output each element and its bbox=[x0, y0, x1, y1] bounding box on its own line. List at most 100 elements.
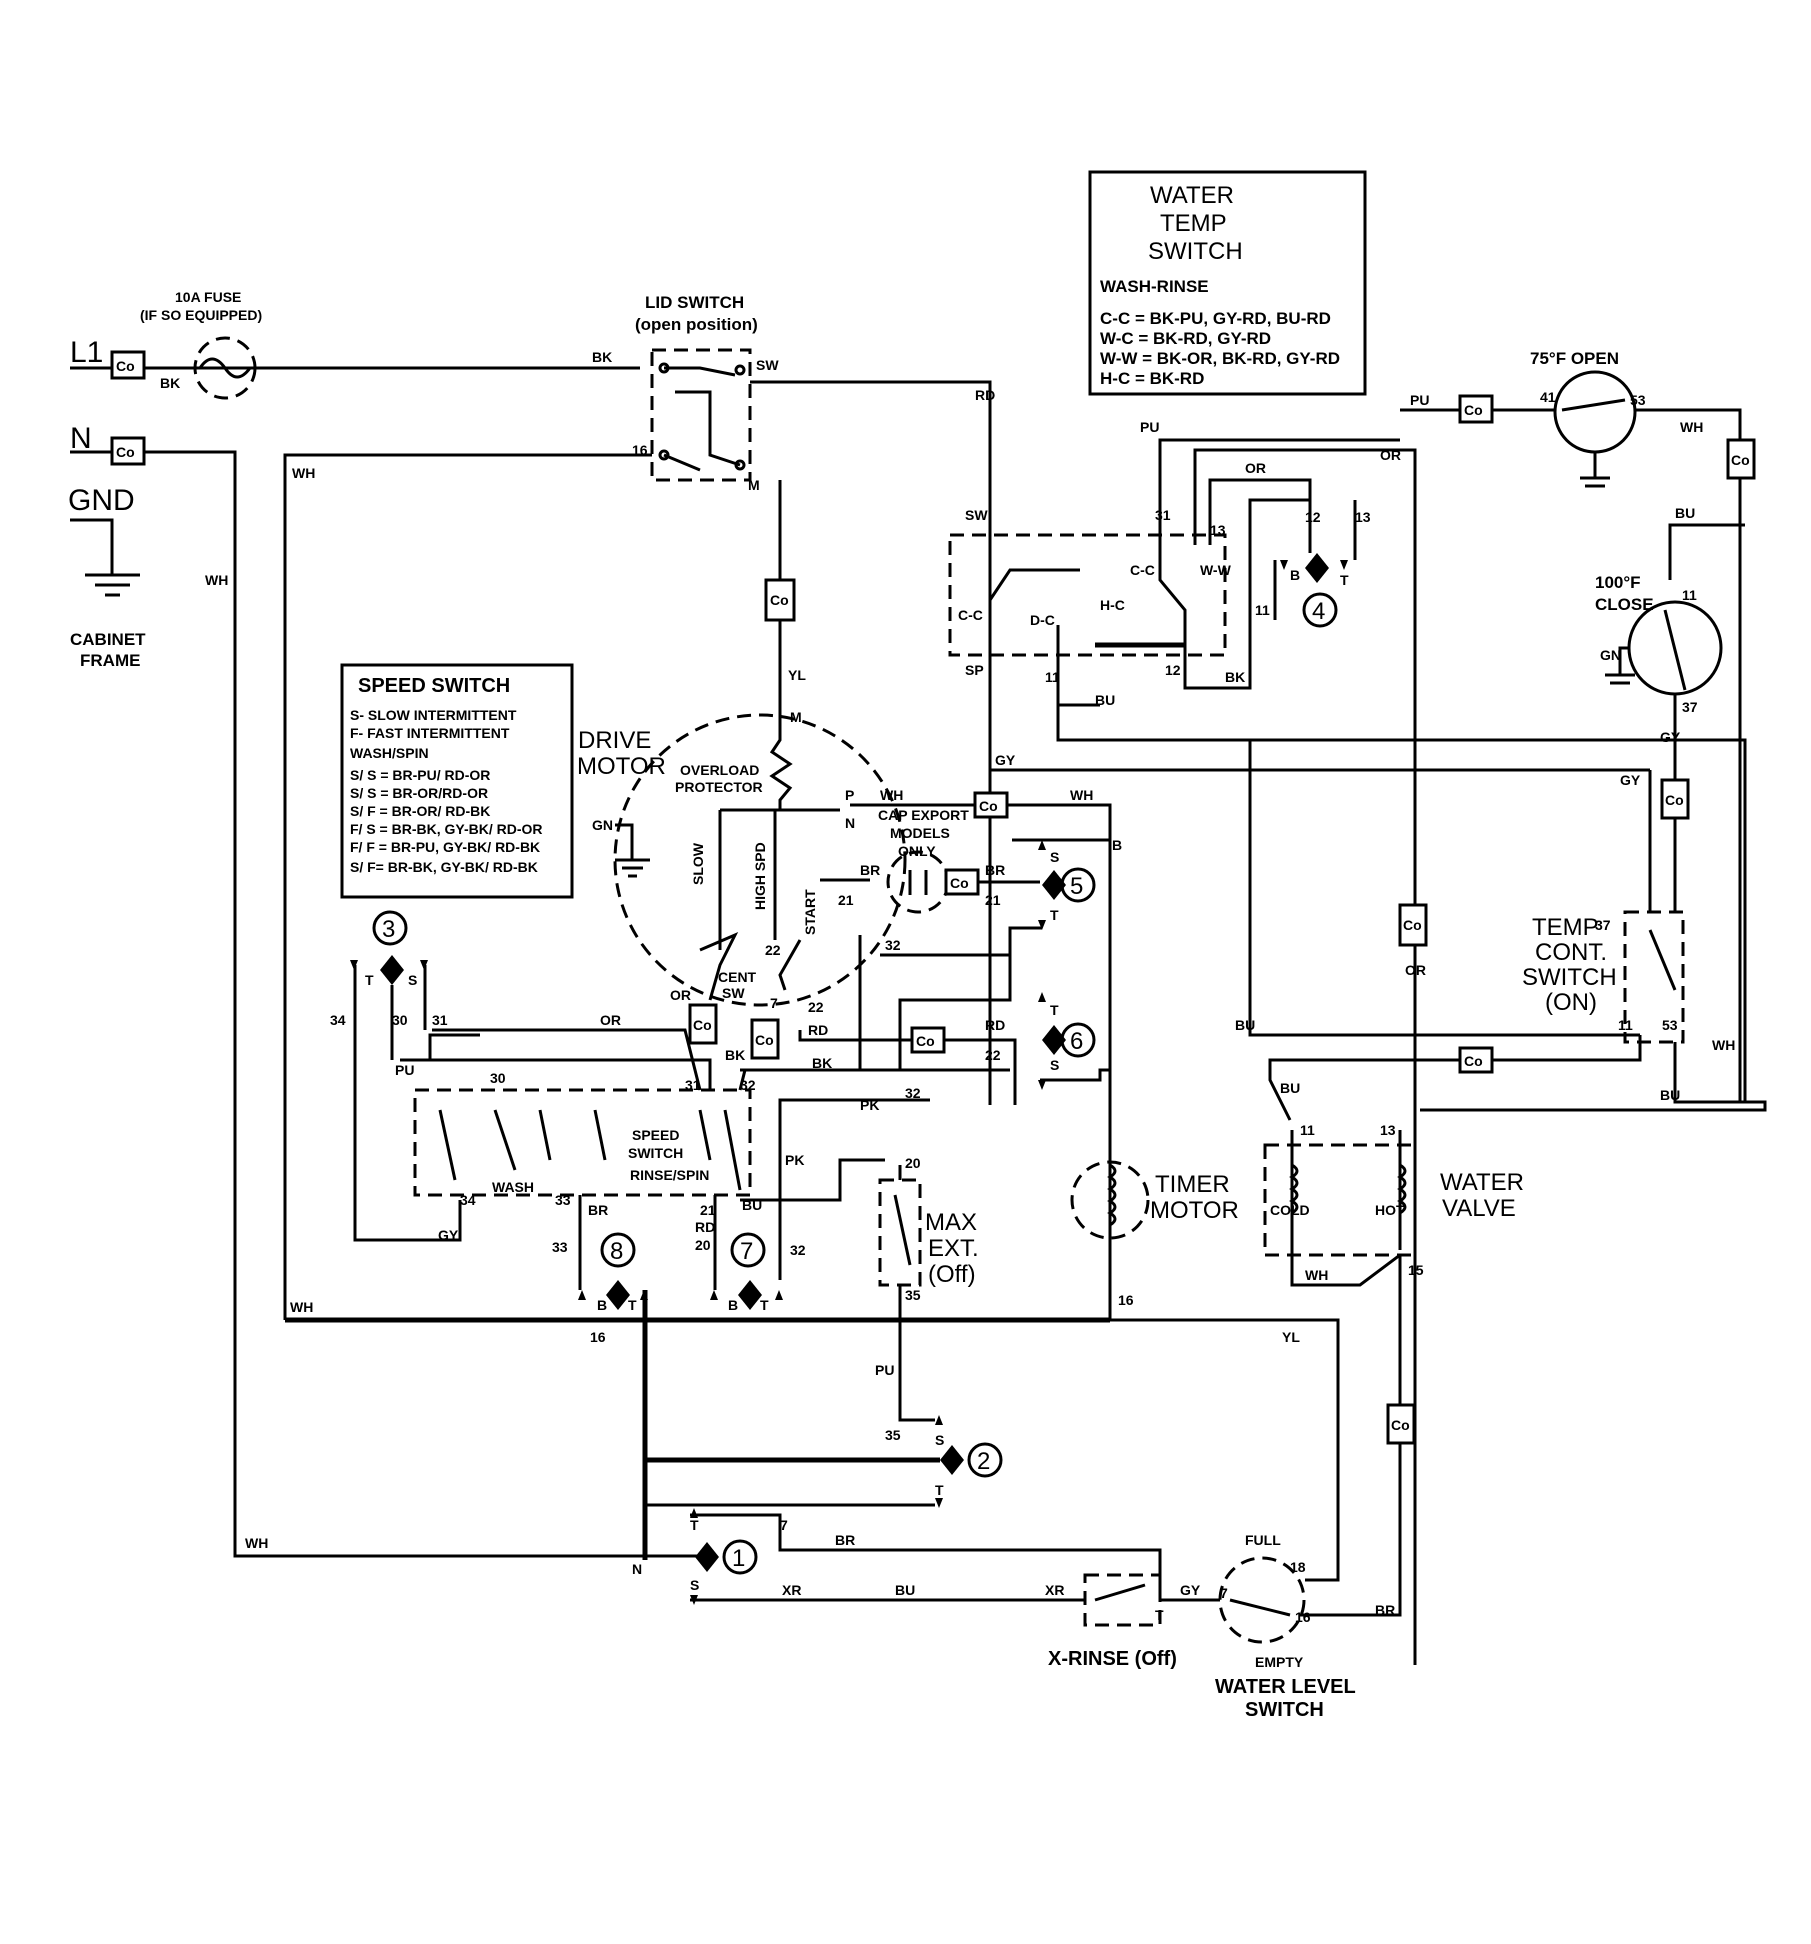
cam5-s: S bbox=[1050, 849, 1059, 865]
cabinet-frame-1: CABINET bbox=[70, 630, 146, 649]
cap-symbol bbox=[886, 850, 950, 914]
wts-pin-cc2: C-C bbox=[1130, 562, 1155, 578]
wts-title-3: SWITCH bbox=[1148, 238, 1243, 265]
wire-rd-motor: RD bbox=[808, 1022, 828, 1038]
lid-pin-sw: SW bbox=[756, 357, 779, 373]
timer-motor: TIMER MOTOR 16 bbox=[1070, 1160, 1239, 1308]
wts-pin-ww: W-W bbox=[1200, 562, 1232, 578]
valve-pin-11: 11 bbox=[1300, 1122, 1315, 1138]
wts-line-2: W-C = BK-RD, GY-RD bbox=[1100, 329, 1271, 348]
motor-pin-p: P bbox=[845, 787, 854, 803]
n-label: N bbox=[70, 422, 92, 455]
cam-8-diamond bbox=[606, 1280, 630, 1310]
wire-bu-valve: BU bbox=[1660, 1087, 1680, 1103]
wire-gy-therm: GY bbox=[1660, 729, 1681, 745]
cam8-b: B bbox=[597, 1297, 607, 1313]
lid-switch-title: LID SWITCH bbox=[645, 293, 744, 312]
valve-pin-13: 13 bbox=[1380, 1122, 1396, 1138]
cam6-t: T bbox=[1050, 1002, 1059, 1018]
cam4-b: B bbox=[1290, 567, 1300, 583]
timer-cam-4: 4 B T bbox=[1273, 500, 1357, 628]
cent-sw-1: CENT bbox=[718, 969, 757, 985]
cam-1-circle bbox=[722, 1539, 758, 1575]
fuse-label-2: (IF SO EQUIPPED) bbox=[140, 307, 262, 323]
wts-pin-31: 31 bbox=[1155, 507, 1171, 523]
thermostat-open-label: 75°F OPEN bbox=[1530, 349, 1619, 368]
speed-switch-legend: SPEED SWITCH S- SLOW INTERMITTENT F- FAS… bbox=[340, 663, 574, 899]
therm100-connector-glyph: Co bbox=[1665, 792, 1684, 808]
cam-6-diamond bbox=[1042, 1025, 1066, 1055]
timer-cam-1: 1 T S 7 BR XR BU bbox=[690, 1508, 1162, 1605]
cam7-pin-32: 32 bbox=[790, 1242, 806, 1258]
wl-pin-7: 7 bbox=[1220, 1585, 1228, 1601]
ss-legend-8: F/ F = BR-PU, GY-BK/ RD-BK bbox=[350, 839, 540, 855]
pin-22-cam6: 22 bbox=[985, 1047, 1001, 1063]
ss-wash: WASH bbox=[492, 1179, 534, 1195]
lid-connector-glyph: Co bbox=[770, 592, 789, 608]
bus-pin-16: 16 bbox=[590, 1329, 606, 1345]
ss-label-2: SWITCH bbox=[628, 1145, 683, 1161]
fuse-outline bbox=[193, 336, 257, 400]
cam-3-diamond bbox=[380, 955, 404, 985]
wire-gy-ss: GY bbox=[438, 1227, 459, 1243]
cap-2: MODELS bbox=[890, 825, 950, 841]
wire-yl-bus: YL bbox=[1282, 1329, 1300, 1345]
wts-cam4-pin-13: 13 bbox=[1355, 509, 1371, 525]
cam-2-diamond bbox=[940, 1445, 964, 1475]
cam7-pin-rd: RD bbox=[695, 1219, 715, 1235]
wire-bu-cam1: BU bbox=[895, 1582, 915, 1598]
ss-legend-9: S/ F= BR-BK, GY-BK/ RD-BK bbox=[350, 859, 538, 875]
wire-br-motor: BR bbox=[860, 862, 880, 878]
wire-wh-motor2: WH bbox=[1070, 787, 1093, 803]
timer-cam-7: 7 B T RD 20 32 BU bbox=[695, 1158, 885, 1313]
motor-connector-glyph: Co bbox=[979, 798, 998, 814]
power-supply: L1 N GND Co BK 10A FUSE (IF SO EQUIPPED)… bbox=[68, 289, 700, 1577]
wire-pu-therm: PU bbox=[1410, 392, 1429, 408]
therm-connector-2-glyph: Co bbox=[1731, 452, 1750, 468]
wl-pin-16: 16 bbox=[1295, 1609, 1311, 1625]
cap-connector-glyph: Co bbox=[950, 875, 969, 891]
wire-or-motor: OR bbox=[670, 987, 691, 1003]
cap-3: ONLY bbox=[898, 843, 936, 859]
pin-n: N bbox=[632, 1561, 642, 1577]
n-connector-glyph: Co bbox=[116, 444, 135, 460]
wl-pin-18: 18 bbox=[1290, 1559, 1306, 1575]
drive-motor-title-2: MOTOR bbox=[577, 753, 666, 780]
wire-pk-lower: PK bbox=[785, 1152, 804, 1168]
overload-2: PROTECTOR bbox=[675, 779, 763, 795]
wts-dc: D-C bbox=[1030, 612, 1055, 628]
therm100-connector bbox=[1660, 778, 1690, 820]
ss-legend-3: WASH/SPIN bbox=[350, 745, 429, 761]
cam6-connector-glyph: Co bbox=[916, 1033, 935, 1049]
tcs-pin-53: 53 bbox=[1662, 1017, 1678, 1033]
wire-wh-lid: WH bbox=[292, 465, 315, 481]
cam-4-circle bbox=[1302, 592, 1338, 628]
cam-7-diamond bbox=[738, 1280, 762, 1310]
ss-pin-34: 34 bbox=[460, 1192, 476, 1208]
wire-gy-wts: GY bbox=[995, 752, 1016, 768]
thermostat-close-label-2: CLOSE bbox=[1595, 595, 1654, 614]
wts-mode: WASH-RINSE bbox=[1100, 277, 1209, 296]
ss-pin-32: 32 bbox=[740, 1077, 756, 1093]
pin-32-motor: 32 bbox=[885, 937, 901, 953]
wire-xr-cam1: XR bbox=[782, 1582, 801, 1598]
cam1-pin-7: 7 bbox=[780, 1517, 788, 1533]
wire-bk-1: BK bbox=[160, 375, 180, 391]
wire-pu-ss: PU bbox=[395, 1062, 414, 1078]
max-ext-pin-35: 35 bbox=[905, 1287, 921, 1303]
water-temp-switch-legend: WATER TEMP SWITCH WASH-RINSE C-C = BK-PU… bbox=[1088, 170, 1367, 396]
thermostat-100: BU 100°F CLOSE 11 37 GN GY Co GY bbox=[1595, 505, 1745, 912]
rd-motor-connector bbox=[750, 1018, 780, 1060]
wts-pin-sp: SP bbox=[965, 662, 984, 678]
wire-bk-2: BK bbox=[592, 349, 612, 365]
drive-motor-outline bbox=[613, 713, 907, 1007]
wire-bu-valve2: BU bbox=[1280, 1080, 1300, 1096]
wl-full: FULL bbox=[1245, 1532, 1281, 1548]
lid-pin-m: M bbox=[748, 477, 760, 493]
wire-br-cam1: BR bbox=[835, 1532, 855, 1548]
max-ext-pin-20: 20 bbox=[905, 1155, 921, 1171]
wire-bu-wts: BU bbox=[1095, 692, 1115, 708]
wts-title-2: TEMP bbox=[1160, 210, 1227, 237]
tcs-connector-glyph: Co bbox=[1464, 1053, 1483, 1069]
cam-4-number: 4 bbox=[1312, 598, 1325, 625]
